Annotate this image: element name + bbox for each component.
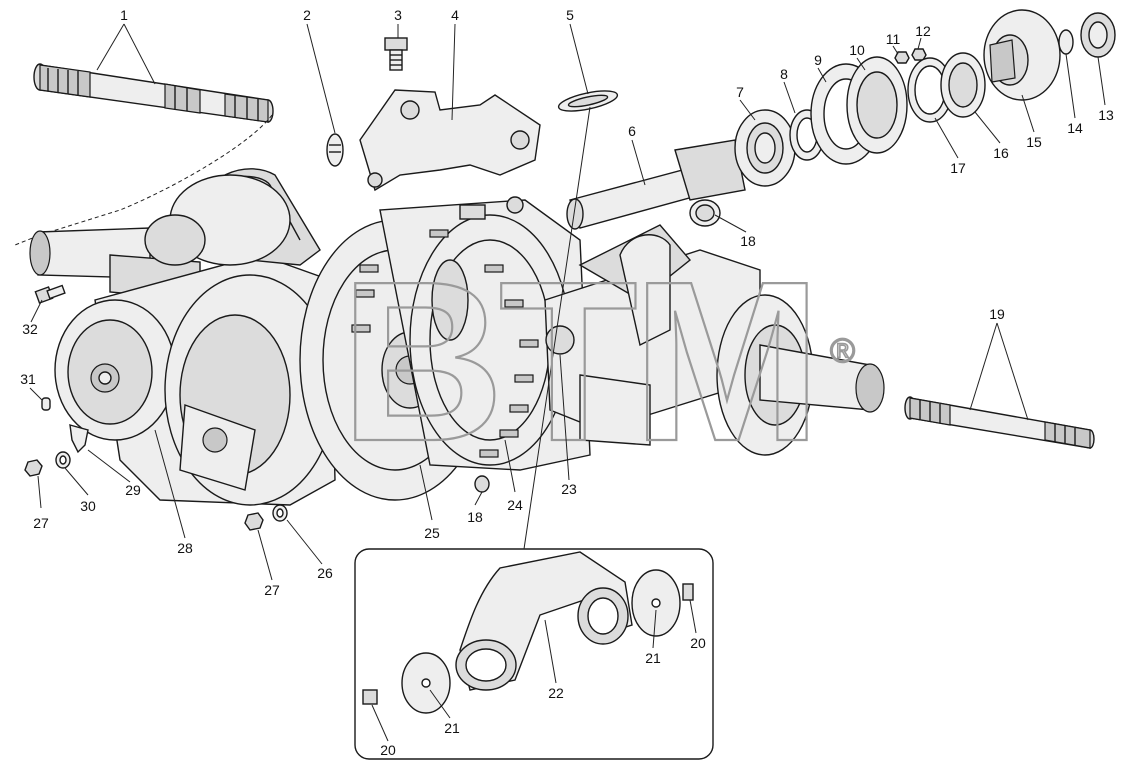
callout-31: 31: [20, 371, 36, 387]
bolt-3: [384, 37, 408, 71]
inset-detail-box: [354, 106, 714, 760]
watermark-brand: BTM: [340, 235, 816, 489]
callout-6: 6: [628, 123, 636, 139]
callout-21-right: 21: [645, 650, 661, 666]
callout-29: 29: [125, 482, 141, 498]
callout-labels: 1 2 3 4 5 6 7 8 9 10 11 12 13 14 15 16 1…: [20, 7, 1114, 758]
nut-27-bottom: [244, 512, 264, 531]
callout-11: 11: [886, 31, 901, 47]
callout-2: 2: [303, 7, 311, 23]
nut-11: [894, 51, 910, 64]
callout-16: 16: [993, 145, 1009, 161]
fitting-2: [326, 133, 344, 167]
washer-30: [55, 451, 71, 469]
mounting-bracket-4: [359, 89, 541, 220]
callout-5: 5: [566, 7, 574, 23]
leader-lines: [29, 23, 1106, 742]
bolt-32: [34, 284, 66, 304]
callout-32: 32: [22, 321, 38, 337]
axle-housing-center: [379, 199, 591, 471]
callout-20-right: 20: [690, 635, 706, 651]
cover-10: [846, 56, 908, 154]
flange-15: [983, 9, 1061, 101]
callout-25: 25: [424, 525, 440, 541]
clip-29: [69, 424, 89, 454]
differential-housing: [164, 274, 336, 506]
input-flange: [54, 299, 176, 441]
watermark: BTM ®: [339, 234, 856, 490]
callout-13: 13: [1098, 107, 1114, 123]
studs-24: [351, 229, 539, 458]
callout-28: 28: [177, 540, 193, 556]
callout-12: 12: [915, 23, 931, 39]
callout-3: 3: [394, 7, 402, 23]
callout-18-lower: 18: [467, 509, 483, 525]
bushing-18-upper: [689, 199, 721, 227]
callout-26: 26: [317, 565, 333, 581]
callout-21-left: 21: [444, 720, 460, 736]
axle-shaft-19: [904, 396, 1095, 449]
washer-14: [1058, 29, 1074, 55]
pin-31: [41, 397, 51, 411]
seal-16: [940, 52, 986, 118]
shaft-6: [566, 139, 746, 230]
callout-19: 19: [989, 306, 1005, 322]
callout-8: 8: [780, 66, 788, 82]
callout-15: 15: [1026, 134, 1042, 150]
axle-shaft-1: [33, 63, 274, 123]
callout-7: 7: [736, 84, 744, 100]
callout-22: 22: [548, 685, 564, 701]
nut-13: [1080, 12, 1116, 58]
ring-5: [557, 90, 619, 112]
watermark-registered: ®: [830, 332, 855, 370]
callout-27-left: 27: [33, 515, 49, 531]
callout-10: 10: [849, 42, 865, 58]
callout-17: 17: [950, 160, 966, 176]
callout-20-left: 20: [380, 742, 396, 758]
nut-12: [911, 48, 927, 61]
callout-14: 14: [1067, 120, 1083, 136]
callout-24: 24: [507, 497, 523, 513]
callout-23: 23: [561, 481, 577, 497]
bearing-7: [734, 109, 796, 187]
washer-26: [272, 504, 288, 522]
nut-27-left: [24, 459, 43, 477]
callout-1: 1: [120, 7, 128, 23]
callout-9: 9: [814, 52, 822, 68]
callout-30: 30: [80, 498, 96, 514]
callout-4: 4: [451, 7, 459, 23]
assembly-path-line: [14, 114, 273, 246]
callout-27-bottom: 27: [264, 582, 280, 598]
axle-housing-right: [544, 224, 885, 456]
callout-18-upper: 18: [740, 233, 756, 249]
